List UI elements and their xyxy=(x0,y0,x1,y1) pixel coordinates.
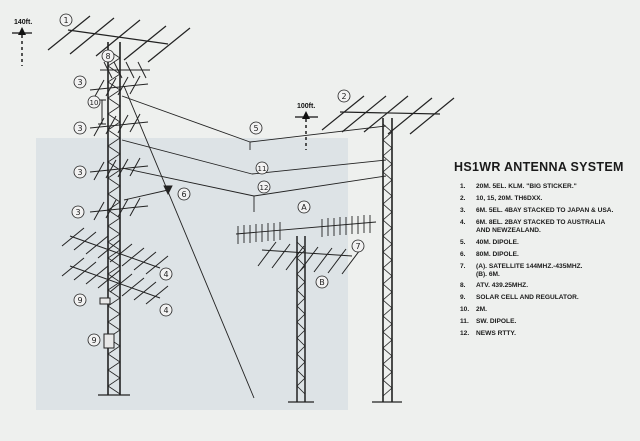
svg-text:3: 3 xyxy=(77,168,82,177)
legend-item: 5. 40M. DIPOLE. xyxy=(452,239,632,247)
legend-item-text: 10, 15, 20M. TH6DXX. xyxy=(476,194,543,202)
legend-item-text: 6M. 8EL. 2BAY STACKED TO AUSTRALIA AND N… xyxy=(476,218,606,234)
legend-item-text: ATV. 439.25MHz. xyxy=(476,282,529,290)
callout-6: 6 xyxy=(177,187,191,201)
svg-text:B: B xyxy=(319,278,325,287)
callout-5: 5 xyxy=(249,121,263,135)
svg-text:3: 3 xyxy=(75,208,80,217)
svg-text:4: 4 xyxy=(163,306,168,315)
solar-cell xyxy=(99,297,115,349)
svg-text:10: 10 xyxy=(90,99,99,107)
antenna-3-stack xyxy=(89,75,149,221)
legend-item-text: SW. DIPOLE. xyxy=(476,318,517,326)
antenna-1-yagi xyxy=(47,15,191,63)
legend-item-text: SOLAR CELL AND REGULATOR. xyxy=(476,294,579,302)
callout-9a: 9 xyxy=(73,293,87,307)
callout-8: 8 xyxy=(101,49,115,63)
callout-3d: 3 xyxy=(71,205,85,219)
legend-item: 10. 2M. xyxy=(452,306,632,314)
height-label-100: 100ft. xyxy=(297,103,315,110)
legend-item-text: 40M. DIPOLE. xyxy=(476,238,519,246)
wire-antennas xyxy=(121,85,387,399)
legend-item-text: 2M. xyxy=(476,306,487,314)
legend-list: 1. 20M. 5EL. KLM. "BIG STICKER." 2. 10, 15,… xyxy=(452,183,632,338)
legend-item: 7. (A). SATELLITE 144MHz.-435MHz. (B). 6M… xyxy=(452,263,632,279)
legend-item-number: 9. xyxy=(460,294,466,302)
svg-text:9: 9 xyxy=(91,336,96,345)
height-marker-140ft: 140ft. xyxy=(12,19,32,66)
legend-item-number: 8. xyxy=(460,282,466,290)
legend-item-number: 3. xyxy=(460,206,466,214)
legend-title: HS1WR ANTENNA SYSTEM xyxy=(454,160,624,174)
legend-item: 6. 80M. DIPOLE. xyxy=(452,251,632,259)
legend-item: 8. ATV. 439.25MHz. xyxy=(452,282,632,290)
svg-text:A: A xyxy=(301,203,307,212)
legend-item: 2. 10, 15, 20M. TH6DXX. xyxy=(452,195,632,203)
callout-4b: 4 xyxy=(159,303,173,317)
antenna-7a-satellite xyxy=(235,215,377,244)
svg-text:8: 8 xyxy=(105,52,110,61)
legend-item-number: 2. xyxy=(460,194,466,202)
callouts: 1 2 3 3 3 3 4 4 5 6 7 8 9 9 10 11 12 A B xyxy=(59,13,365,347)
svg-text:4: 4 xyxy=(163,270,168,279)
legend-item-text: 6M. 5EL. 4BAY STACKED TO JAPAN & USA. xyxy=(476,206,614,214)
callout-11: 11 xyxy=(255,161,269,175)
callout-4a: 4 xyxy=(159,267,173,281)
sky-panel xyxy=(36,138,348,410)
svg-text:5: 5 xyxy=(253,124,258,133)
callout-3c: 3 xyxy=(73,165,87,179)
callout-3b: 3 xyxy=(73,121,87,135)
legend: HS1WR ANTENNA SYSTEM 1. 20M. 5EL. KLM. "B… xyxy=(452,160,632,342)
callout-a: A xyxy=(297,200,311,214)
callout-b: B xyxy=(315,275,329,289)
legend-item-number: 10. xyxy=(460,306,470,314)
legend-item-number: 7. xyxy=(460,262,466,270)
legend-item-text: 80M. DIPOLE. xyxy=(476,250,519,258)
height-label-140: 140ft. xyxy=(14,19,32,26)
antenna-7b-6m xyxy=(257,241,361,275)
svg-text:2: 2 xyxy=(341,92,346,101)
svg-text:9: 9 xyxy=(77,296,82,305)
legend-item-number: 4. xyxy=(460,218,466,226)
svg-text:11: 11 xyxy=(258,165,267,173)
callout-12: 12 xyxy=(257,180,271,194)
legend-item-number: 6. xyxy=(460,250,466,258)
legend-item-number: 11. xyxy=(460,318,469,326)
legend-item-number: 5. xyxy=(460,238,466,246)
height-marker-100ft: 100ft. xyxy=(295,103,318,150)
legend-item: 12. NEWS RTTY. xyxy=(452,330,632,338)
legend-item: 11. SW. DIPOLE. xyxy=(452,318,632,326)
antenna-4-stack xyxy=(61,227,169,305)
svg-text:3: 3 xyxy=(77,78,82,87)
legend-item-number: 1. xyxy=(460,183,466,190)
callout-7: 7 xyxy=(351,239,365,253)
callout-3a: 3 xyxy=(73,75,87,89)
callout-10: 10 xyxy=(87,95,101,109)
legend-item: 3. 6M. 5EL. 4BAY STACKED TO JAPAN & USA. xyxy=(452,207,632,215)
legend-item-text: 20M. 5EL. KLM. "BIG STICKER." xyxy=(476,183,577,190)
legend-item: 1. 20M. 5EL. KLM. "BIG STICKER." xyxy=(452,183,632,191)
legend-item-number: 12. xyxy=(460,330,470,338)
right-tower xyxy=(372,118,402,403)
svg-text:6: 6 xyxy=(181,190,186,199)
antenna-8-atv xyxy=(100,61,150,79)
legend-item: 4. 6M. 8EL. 2BAY STACKED TO AUSTRALIA AND… xyxy=(452,219,632,235)
legend-item-text: (A). SATELLITE 144MHz.-435MHz. (B). 6M. xyxy=(476,262,583,278)
svg-text:1: 1 xyxy=(63,16,68,25)
antenna-2-th6dxx xyxy=(321,95,455,135)
callout-2: 2 xyxy=(337,89,351,103)
svg-text:7: 7 xyxy=(355,242,360,251)
legend-item-text: NEWS RTTY. xyxy=(476,330,516,338)
callout-1: 1 xyxy=(59,13,73,27)
callout-9b: 9 xyxy=(87,333,101,347)
legend-item: 9. SOLAR CELL AND REGULATOR. xyxy=(452,294,632,302)
svg-text:3: 3 xyxy=(77,124,82,133)
svg-text:12: 12 xyxy=(260,184,269,192)
